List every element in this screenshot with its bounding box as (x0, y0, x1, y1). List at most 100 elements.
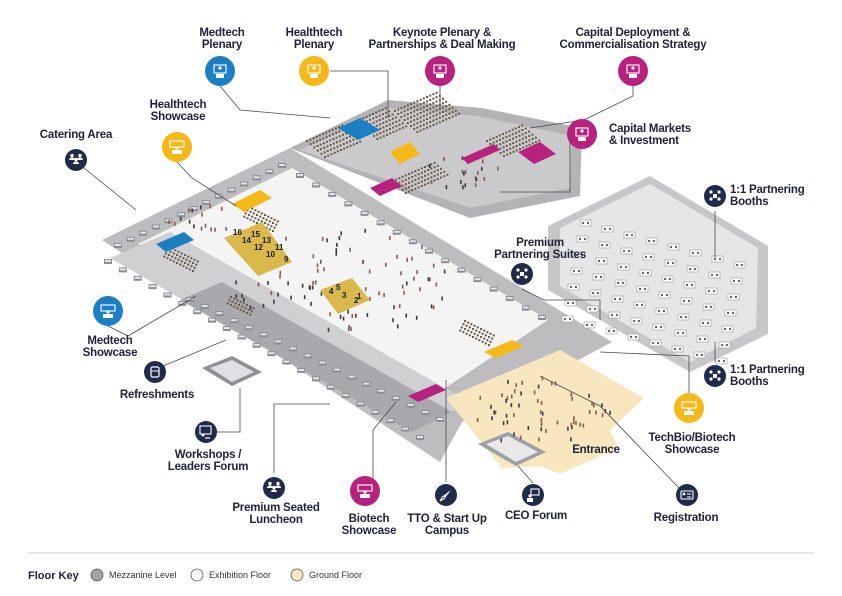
ceo-forum-room-inner (486, 436, 538, 462)
seat (486, 140, 488, 142)
catering-area-marker[interactable] (65, 149, 87, 171)
partnering-booths-bottom-marker[interactable] (704, 365, 726, 387)
attendee (545, 429, 547, 434)
seat (473, 324, 476, 327)
attendee (406, 257, 409, 262)
techbio-showcase-marker[interactable] (674, 393, 704, 423)
attendee (632, 319, 636, 323)
seat (389, 128, 391, 130)
seat (429, 107, 432, 110)
workshops-marker[interactable] (195, 421, 217, 443)
stall-window (152, 225, 159, 228)
attendee (366, 313, 369, 318)
attendee (618, 297, 622, 301)
attendee (710, 273, 714, 277)
seat (429, 112, 432, 115)
ceo-forum-marker[interactable] (522, 484, 544, 506)
seat (332, 133, 334, 136)
seat (462, 331, 465, 334)
seat (436, 178, 439, 180)
seat (448, 103, 451, 106)
seat (236, 307, 239, 310)
attendee (603, 227, 607, 231)
label-line: Showcase (151, 111, 206, 123)
label-line: Showcase (342, 525, 397, 537)
attendee (491, 416, 493, 421)
attendee (507, 379, 509, 384)
medtech-plenary-marker[interactable] (205, 56, 235, 86)
people-meeting-icon (709, 370, 721, 381)
attendee (613, 297, 617, 301)
stall-window (363, 382, 370, 385)
premium-partnering-suites-marker[interactable] (511, 263, 533, 285)
seat (435, 91, 438, 94)
seat (389, 132, 392, 135)
seat (499, 138, 501, 141)
label-line: Showcase (83, 347, 138, 359)
attendee (200, 226, 203, 231)
capital-deployment-marker[interactable] (618, 56, 648, 86)
seat (429, 121, 432, 123)
registration-marker[interactable] (676, 484, 698, 506)
capital-markets-marker[interactable] (567, 119, 597, 149)
attendee (723, 327, 727, 331)
label-line: Plenary (294, 39, 335, 51)
seat (458, 112, 460, 115)
seat (404, 174, 407, 177)
seat (445, 114, 448, 116)
healthtech-plenary-marker[interactable] (299, 56, 329, 86)
capital-deployment-label: Capital Deployment &Commercialisation St… (560, 27, 708, 51)
seat (312, 141, 315, 144)
seat (408, 173, 410, 175)
attendee (513, 389, 516, 394)
tto-startup-marker[interactable] (435, 484, 457, 506)
biotech-showcase-marker[interactable] (350, 476, 380, 506)
partnering-booths-top-marker[interactable] (704, 185, 726, 207)
seat (329, 139, 332, 142)
premium-luncheon-marker[interactable] (263, 477, 285, 499)
seat (499, 147, 502, 150)
seat (320, 152, 323, 155)
refreshments-marker[interactable] (144, 361, 166, 383)
seat (512, 137, 514, 140)
seat (268, 220, 271, 223)
seat (414, 170, 417, 173)
seat (345, 137, 348, 139)
seat (433, 161, 436, 164)
attendee (235, 293, 238, 298)
stall-window (437, 418, 443, 420)
stall-window (372, 410, 379, 413)
healthtech-showcase-marker[interactable] (162, 132, 192, 162)
attendee (249, 305, 252, 310)
seat (475, 329, 478, 332)
seat (442, 106, 444, 109)
seat (467, 329, 470, 332)
attendee (556, 420, 559, 425)
seat (445, 105, 448, 108)
seat (369, 118, 371, 121)
seat (440, 172, 442, 175)
partnering-booth (570, 267, 583, 275)
seat (522, 146, 525, 149)
seat (414, 174, 417, 177)
attendee (602, 259, 606, 263)
keynote-plenary-marker[interactable] (425, 56, 455, 86)
seat (422, 119, 425, 122)
attendee (669, 245, 673, 249)
seat (410, 111, 412, 114)
seat (488, 344, 490, 346)
attendee (445, 185, 448, 190)
medtech-showcase-marker[interactable] (93, 296, 123, 326)
seat (525, 140, 528, 143)
attendee (550, 381, 553, 386)
label-line: CEO Forum (505, 510, 567, 522)
seat (509, 143, 511, 146)
partnering-booth (589, 289, 602, 297)
people-group-icon (69, 153, 83, 164)
stall-window (422, 410, 429, 413)
seat (242, 302, 245, 305)
seat (429, 94, 432, 97)
partnering-booth (576, 235, 589, 243)
stall-window (194, 310, 201, 313)
